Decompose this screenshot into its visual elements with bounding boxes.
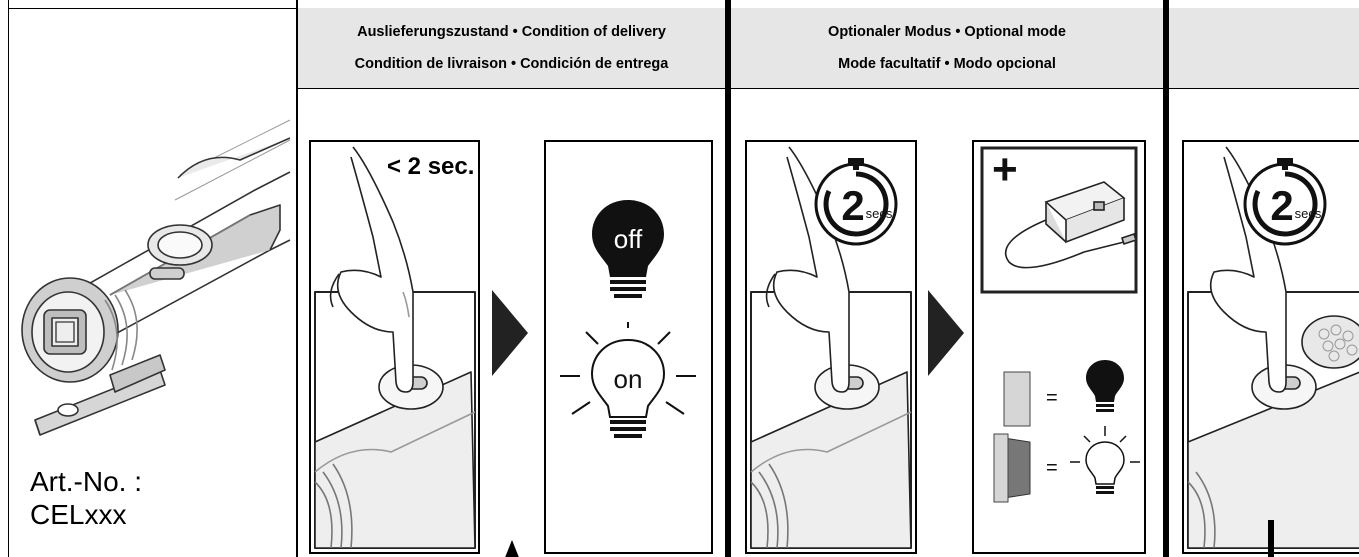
bottom-stub-line [1268, 520, 1274, 557]
column-divider-3 [1163, 0, 1169, 557]
header-condition-line-1: Auslieferungszustand • Condition of deli… [357, 24, 666, 40]
plus-sign: + [992, 145, 1018, 194]
panel-press-long: 2 secs [745, 140, 917, 554]
article-number-value: CELxxx [30, 499, 127, 530]
finger-press-icon [750, 146, 912, 549]
header-third-column [1169, 8, 1359, 88]
equals-sign-open: = [1046, 457, 1058, 479]
header-divider [298, 88, 1359, 89]
finger-press-icon [1187, 146, 1359, 549]
product-illustration [21, 119, 291, 436]
stopwatch-icon: 2 secs [1243, 158, 1327, 246]
arrow-right-icon [928, 290, 964, 376]
door-closed-icon: = [1003, 360, 1124, 427]
header-condition-line-2: Condition de livraison • Condición de en… [354, 56, 669, 72]
header-optional-line-1: Optionaler Modus • Optional mode [828, 24, 1066, 40]
panel-door-sensor: + = = [972, 140, 1146, 554]
header-optional-mode: Optionaler Modus • Optional mode Mode fa… [731, 8, 1163, 88]
timer-number: 2 [1270, 182, 1293, 229]
door-sensor-icon: + = = [980, 145, 1140, 503]
article-number-label: Art.-No. : [30, 466, 143, 497]
light-bulb-on-icon: on [560, 322, 696, 438]
arrow-right-icon [492, 290, 528, 376]
header-optional-line-2: Mode facultatif • Modo opcional [838, 56, 1056, 72]
column-divider-2 [725, 0, 731, 557]
panel-press-long-motion: 2 secs [1182, 140, 1359, 554]
timer-number: 2 [841, 182, 864, 229]
stopwatch-icon: 2 secs [814, 158, 898, 246]
press-duration-label: < 2 sec. [387, 153, 475, 180]
finger-press-icon [314, 146, 476, 549]
article-number: Art.-No. : CELxxx [30, 465, 142, 531]
bulb-on-label: on [614, 364, 643, 394]
left-border [8, 0, 9, 557]
panel-bulb-result: off on [544, 140, 713, 554]
header-condition-of-delivery: Auslieferungszustand • Condition of deli… [298, 8, 725, 88]
timer-unit: secs [866, 206, 893, 221]
column-divider-1 [296, 0, 298, 557]
equals-sign-closed: = [1046, 387, 1058, 409]
bulb-off-label: off [614, 224, 643, 254]
panel-press-short: < 2 sec. [309, 140, 480, 554]
door-open-icon: = [993, 426, 1140, 503]
timer-unit: secs [1295, 206, 1322, 221]
light-bulb-off-icon: off [592, 200, 664, 298]
arrow-up-icon [505, 540, 519, 557]
